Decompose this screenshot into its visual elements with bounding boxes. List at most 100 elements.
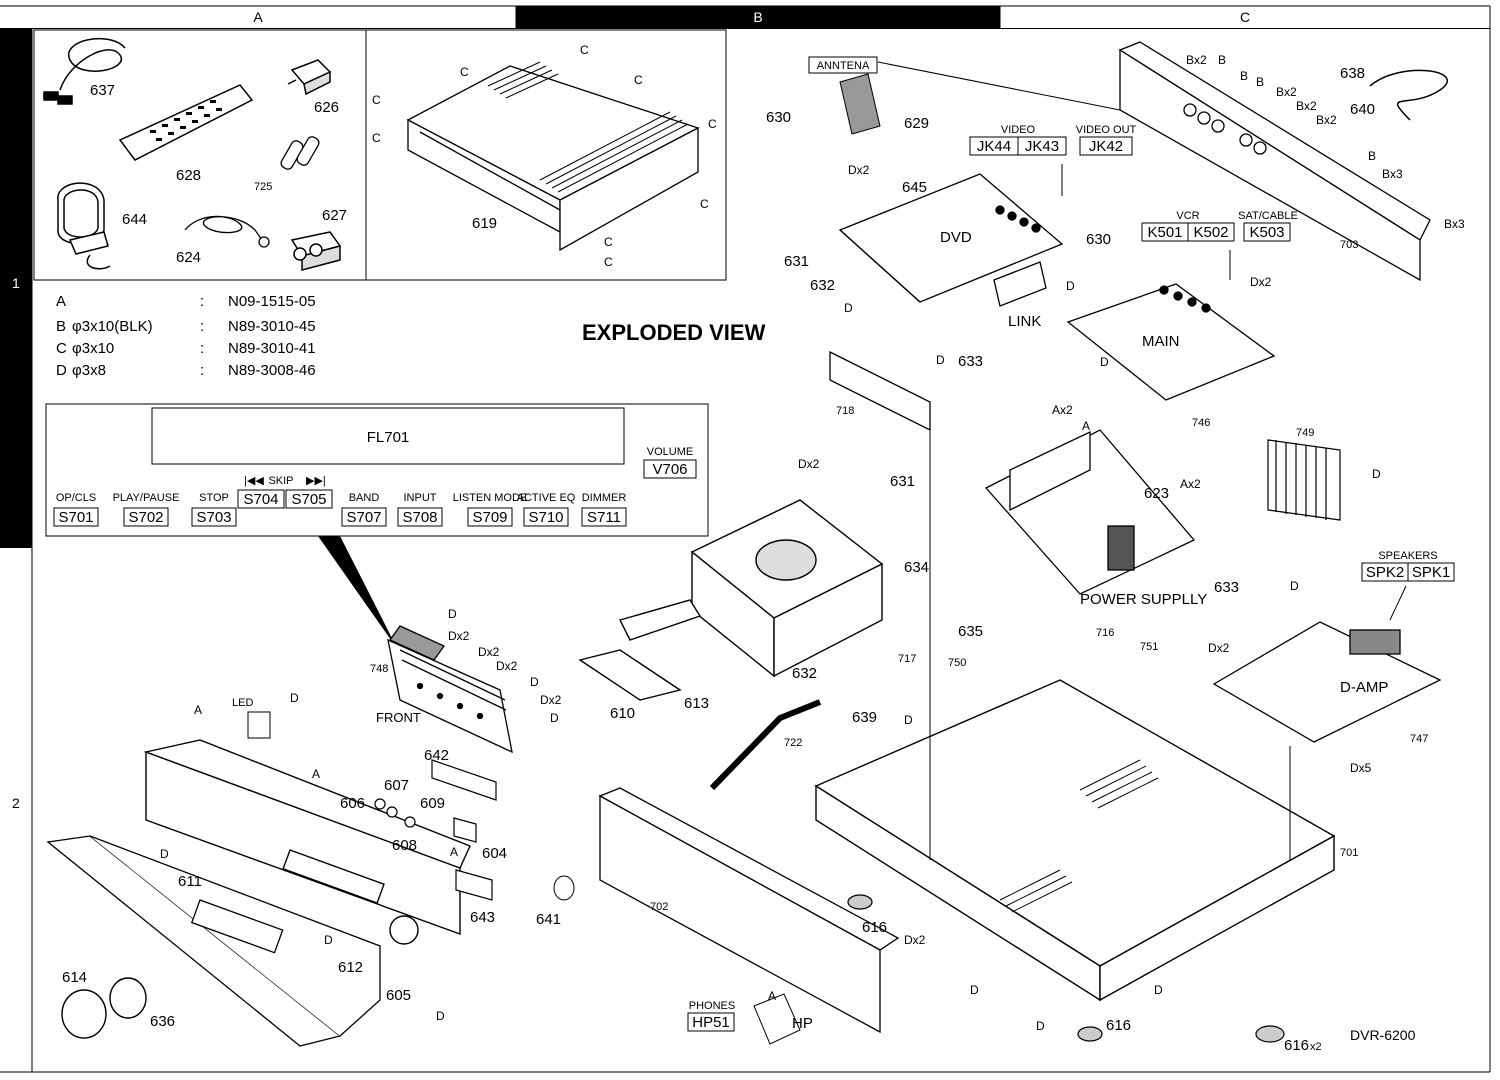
screw-d-16: D bbox=[1036, 1019, 1045, 1033]
screw-dx2-4: Dx2 bbox=[1208, 641, 1230, 655]
legend-key-c: C bbox=[56, 340, 67, 357]
part-631-mid: 631 bbox=[890, 473, 915, 490]
row-label-1: 1 bbox=[12, 275, 20, 291]
leader-lines bbox=[877, 61, 1407, 860]
part-614: 614 bbox=[62, 969, 87, 986]
part-746: 746 bbox=[1192, 417, 1210, 429]
switch-id-s707: S707 bbox=[346, 509, 381, 526]
part-637: 637 bbox=[90, 82, 115, 99]
video-label: VIDEO bbox=[1001, 124, 1036, 136]
loop-antenna-drawing bbox=[57, 182, 111, 270]
part-703: 703 bbox=[1340, 239, 1358, 251]
screw-dx2-6: Dx2 bbox=[478, 645, 500, 659]
heatsink-drawing bbox=[1267, 439, 1341, 521]
screw-d-9: D bbox=[550, 711, 559, 725]
screw-dx2-9: Dx2 bbox=[904, 933, 926, 947]
part-606: 606 bbox=[340, 795, 365, 812]
jk43-label: JK43 bbox=[1025, 138, 1059, 155]
legend-key-b: B bbox=[56, 318, 66, 335]
switch-id-s702: S702 bbox=[128, 509, 163, 526]
screw-bx3-2: Bx3 bbox=[1444, 217, 1465, 231]
part-611: 611 bbox=[178, 873, 202, 890]
front-panel-box bbox=[45, 403, 709, 537]
spk1-label: SPK1 bbox=[1412, 564, 1450, 581]
screw-d-17: D bbox=[1154, 983, 1163, 997]
power-cord-drawing bbox=[1369, 69, 1449, 121]
part-717: 717 bbox=[898, 653, 916, 665]
part-638: 638 bbox=[1340, 65, 1365, 82]
screw-c-2: C bbox=[460, 65, 469, 79]
part-632-top: 632 bbox=[810, 277, 835, 294]
batteries-drawing bbox=[280, 136, 320, 170]
part-605: 605 bbox=[386, 987, 411, 1004]
volume-label: VOLUME bbox=[647, 446, 693, 458]
part-616-a: 616 bbox=[862, 919, 887, 936]
screw-tags: C C C C C C C C C Bx2 B B B Bx2 Bx2 Bx2 … bbox=[160, 43, 1465, 1033]
antenna-terminal-drawing bbox=[839, 73, 881, 135]
screw-a-3: A bbox=[312, 767, 320, 781]
part-750: 750 bbox=[948, 657, 966, 669]
switch-label-s702: PLAY/PAUSE bbox=[113, 492, 180, 504]
remote-drawing bbox=[118, 84, 254, 161]
switch-label-s708: INPUT bbox=[404, 492, 437, 504]
screw-d-11: D bbox=[160, 847, 169, 861]
part-641-drawing bbox=[553, 875, 575, 901]
part-748: 748 bbox=[370, 663, 388, 675]
part-635: 635 bbox=[958, 623, 983, 640]
column-header-c: C bbox=[1000, 6, 1490, 29]
column-header-b: B bbox=[516, 6, 1000, 29]
part-634: 634 bbox=[904, 559, 929, 576]
main-board-drawing bbox=[1066, 283, 1276, 401]
damp-board-drawing bbox=[1212, 621, 1442, 743]
jk42-label: JK42 bbox=[1089, 138, 1123, 155]
front-panel-drawing bbox=[143, 739, 471, 945]
legend-sep-d: : bbox=[200, 362, 204, 379]
switch-label-s709: LISTEN MODE bbox=[453, 492, 528, 504]
switch-id-s710: S710 bbox=[528, 509, 563, 526]
board-label-power: POWER SUPPLLY bbox=[1080, 591, 1207, 608]
part-643: 643 bbox=[470, 909, 495, 926]
k501-label: K501 bbox=[1147, 224, 1182, 241]
part-628: 628 bbox=[176, 167, 201, 184]
screw-c-5: C bbox=[372, 131, 381, 145]
screw-d-13: D bbox=[436, 1009, 445, 1023]
legend-part-a: N09-1515-05 bbox=[228, 293, 316, 310]
screw-d-1: D bbox=[844, 301, 853, 315]
part-641: 641 bbox=[536, 911, 561, 928]
screw-c-8: C bbox=[604, 235, 613, 249]
legend-sep-b: : bbox=[200, 318, 204, 335]
vcr-label: VCR bbox=[1176, 210, 1199, 222]
legend-spec-d: φ3x8 bbox=[72, 362, 106, 379]
switch-label-s710: ACTIVE EQ bbox=[517, 492, 576, 504]
dvd-loader-drawing bbox=[578, 499, 884, 701]
feet-drawing bbox=[847, 894, 1285, 1043]
part-718: 718 bbox=[836, 405, 854, 417]
screw-b-3: B bbox=[1256, 75, 1264, 89]
part-613: 613 bbox=[684, 695, 709, 712]
part-numbers: 637 626 628 725 644 624 627 619 630 629 … bbox=[62, 65, 1428, 1054]
phones-label: PHONES bbox=[689, 1000, 735, 1012]
screw-d-10: D bbox=[290, 691, 299, 705]
board-label-damp: D-AMP bbox=[1340, 679, 1388, 696]
switch-id-s705: S705 bbox=[291, 491, 326, 508]
part-609: 609 bbox=[420, 795, 445, 812]
part-636: 636 bbox=[150, 1013, 175, 1030]
sat-cable-label: SAT/CABLE bbox=[1238, 210, 1298, 222]
speakers-label: SPEAKERS bbox=[1378, 550, 1437, 562]
switch-label-s703: STOP bbox=[199, 492, 229, 504]
switch-id-s701: S701 bbox=[58, 509, 93, 526]
part-644: 644 bbox=[122, 211, 147, 228]
part-616-b: 616 bbox=[1284, 1037, 1309, 1054]
part-619: 619 bbox=[472, 215, 497, 232]
screw-b-1: B bbox=[1218, 53, 1226, 67]
k502-label: K502 bbox=[1193, 224, 1228, 241]
screw-d-4: D bbox=[1100, 355, 1109, 369]
hp51-label: HP51 bbox=[692, 1014, 730, 1031]
part-642: 642 bbox=[424, 747, 449, 764]
model-number: DVR-6200 bbox=[1350, 1027, 1416, 1043]
row-label-2: 2 bbox=[12, 795, 20, 811]
skip-label: SKIP bbox=[268, 475, 293, 487]
switch-label-s711: DIMMER bbox=[582, 492, 627, 504]
part-626: 626 bbox=[314, 99, 339, 116]
screw-c-7: C bbox=[700, 197, 709, 211]
